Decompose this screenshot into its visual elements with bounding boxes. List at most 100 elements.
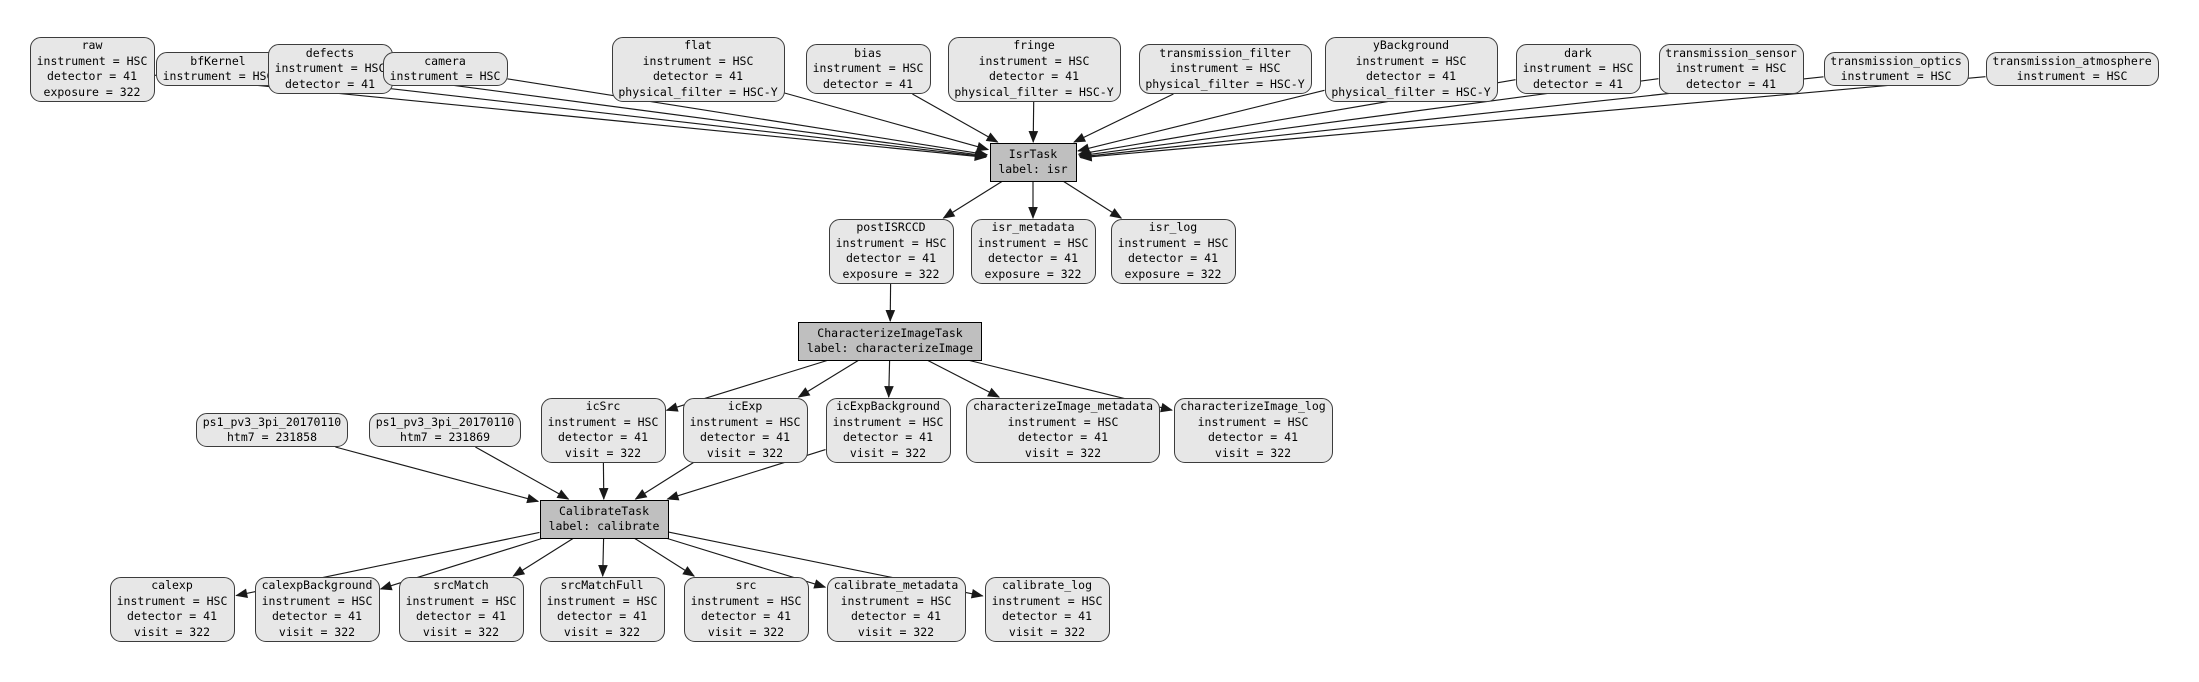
node-attr: instrument = HSC (977, 235, 1089, 250)
node-attr: instrument = HSC (1169, 61, 1281, 76)
node-attr: detector = 41 (699, 430, 790, 444)
node-title: postISRCCD (856, 220, 926, 234)
node-attr: exposure = 322 (842, 266, 940, 281)
node-attr: htm7 = 231858 (226, 430, 317, 444)
edge-transmission_filter-isr (1073, 93, 1174, 143)
edge-ps1_b-calibrate (475, 446, 570, 500)
node-attr: visit = 322 (706, 445, 784, 460)
node-attr: label: isr (998, 162, 1068, 176)
node-attr: detector = 41 (842, 430, 933, 444)
edge-icExp-calibrate (634, 462, 694, 500)
edge-calibrate-src (634, 538, 696, 577)
node-title: srcMatch (433, 578, 489, 592)
node-attr: physical_filter = HSC-Y (1145, 76, 1305, 91)
node-attr: label: calibrate (548, 519, 660, 533)
node-title: icExp (727, 399, 763, 413)
node-attr: instrument = HSC (689, 414, 801, 429)
node-attr: detector = 41 (415, 609, 506, 623)
node-attr: detector = 41 (700, 609, 791, 623)
node-attr: instrument = HSC (1007, 414, 1119, 429)
node-attr: instrument = HSC (116, 593, 228, 608)
node-title: bfKernel (190, 53, 246, 68)
node-attr: instrument = HSC (389, 69, 501, 83)
node-attr: instrument = HSC (547, 414, 659, 429)
node-attr: instrument = HSC (1675, 61, 1787, 76)
edge-ps1_a-calibrate (335, 446, 540, 504)
node-attr: physical_filter = HSC-Y (954, 84, 1114, 99)
node-attr: instrument = HSC (1522, 61, 1634, 76)
node-title: characterizeImage_metadata (972, 399, 1153, 413)
node-attr: instrument = HSC (690, 593, 802, 608)
edge-yBackground-isr (1077, 89, 1325, 153)
node-attr: detector = 41 (284, 76, 375, 91)
node-attr: exposure = 322 (984, 266, 1082, 281)
node-attr: visit = 322 (857, 624, 935, 639)
node-attr: detector = 41 (1001, 609, 1092, 623)
node-attr: detector = 41 (1365, 69, 1456, 83)
node-attr: instrument = HSC (812, 61, 924, 76)
node-title: defects (305, 45, 355, 60)
node-title: calibrate_log (1001, 578, 1092, 592)
node-title: transmission_optics (1830, 53, 1962, 68)
node-attr: htm7 = 231869 (399, 430, 490, 444)
node-attr: physical_filter = HSC-Y (1331, 84, 1491, 99)
node-attr: visit = 322 (1024, 445, 1102, 460)
node-title: raw (81, 38, 103, 52)
node-title: transmission_sensor (1665, 45, 1797, 60)
node-attr: visit = 322 (422, 624, 500, 639)
edge-characterizeImage-icExpBackground (884, 360, 894, 399)
node-title: isr_log (1148, 220, 1198, 234)
edge-calibrate-srcMatchFull (598, 538, 608, 578)
node-title: src (735, 578, 757, 592)
node-attr: instrument = HSC (1840, 69, 1952, 83)
node-attr: detector = 41 (987, 251, 1078, 265)
node-attr: detector = 41 (822, 76, 913, 91)
edge-calibrate-srcMatch (512, 538, 574, 577)
node-attr: detector = 41 (1127, 251, 1218, 265)
edge-flat-isr (784, 92, 990, 152)
node-attr: instrument = HSC (978, 53, 1090, 68)
edge-camera-isr (507, 78, 989, 158)
node-attr: instrument = HSC (36, 53, 148, 68)
node-attr: physical_filter = HSC-Y (618, 84, 778, 99)
node-title: transmission_filter (1159, 45, 1291, 60)
node-title: ps1_pv3_3pi_20170110 (202, 414, 342, 429)
edge-isr-postISRCCD (942, 181, 1003, 219)
node-attr: detector = 41 (557, 430, 648, 444)
node-attr: visit = 322 (133, 624, 211, 639)
node-attr: exposure = 322 (1124, 266, 1222, 281)
node-attr: visit = 322 (1008, 624, 1086, 639)
node-title: calibrate_metadata (833, 578, 959, 592)
node-attr: instrument = HSC (2016, 69, 2128, 83)
node-attr: detector = 41 (1685, 76, 1776, 91)
node-attr: detector = 41 (126, 609, 217, 623)
node-title: characterizeImage_log (1180, 399, 1326, 413)
edge-characterizeImage-icExp (797, 360, 859, 398)
node-attr: detector = 41 (850, 609, 941, 623)
node-attr: instrument = HSC (642, 53, 754, 68)
node-attr: instrument = HSC (261, 593, 373, 608)
edge-transmission_atmosphere-isr (1079, 76, 1986, 162)
node-title: bias (854, 45, 882, 60)
node-attr: detector = 41 (1017, 430, 1108, 444)
node-title: IsrTask (1008, 146, 1058, 161)
node-title: srcMatchFull (560, 578, 644, 592)
node-attr: visit = 322 (563, 624, 641, 639)
